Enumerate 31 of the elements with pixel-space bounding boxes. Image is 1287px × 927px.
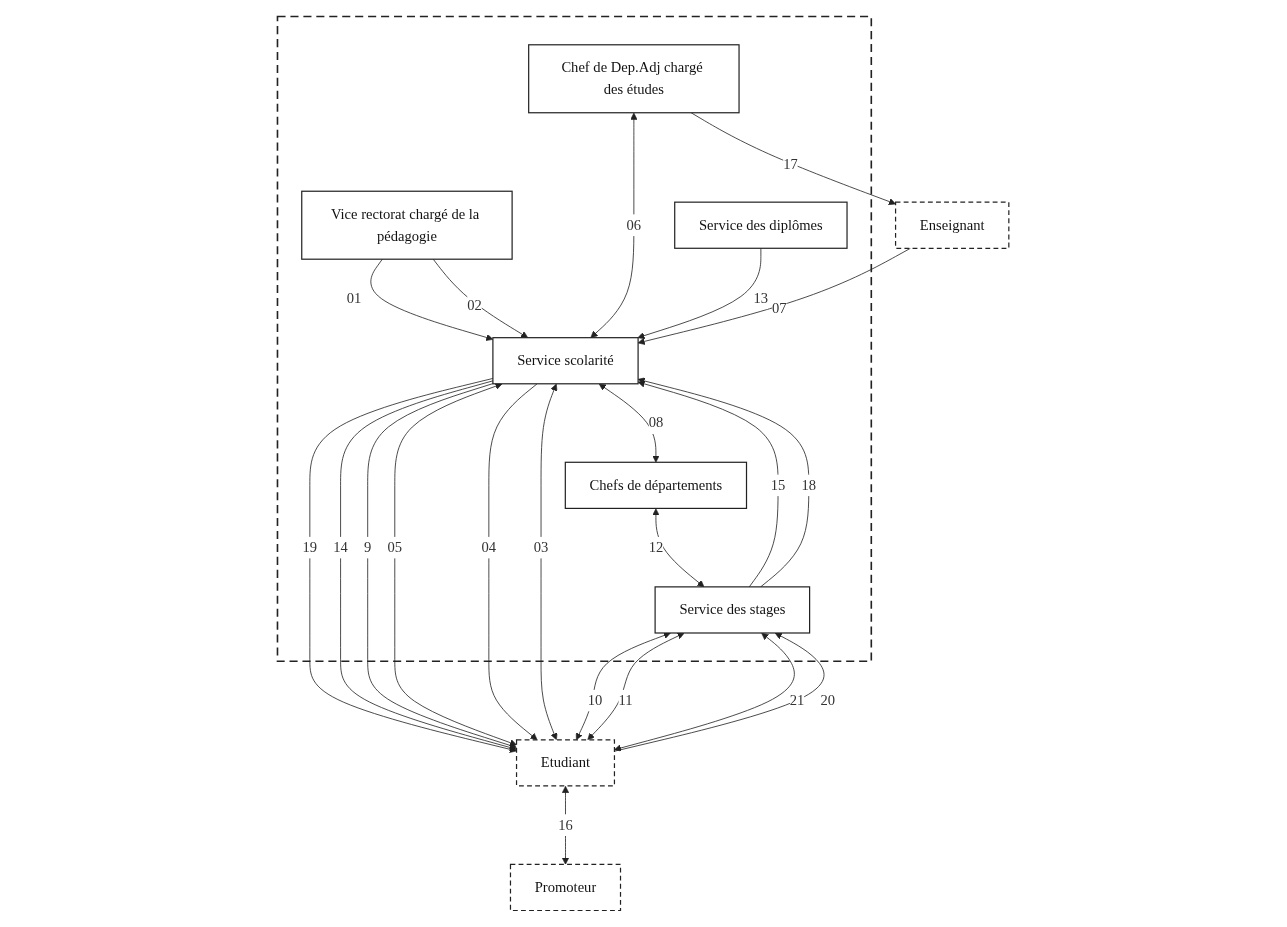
node-box: Promoteur [510,863,622,912]
node-box: Service des stages [654,586,811,634]
edge-label: 18 [801,476,817,494]
node-box: Enseignant [895,201,1010,249]
edge-label: 07 [772,299,787,317]
edge-label: 05 [387,539,403,556]
edge-label: 16 [558,816,574,833]
edge-label: 9 [364,539,372,556]
node-box: Chefs de départements [565,461,748,509]
edge-label: 14 [333,539,349,556]
node-box: Etudiant [516,739,616,787]
node-box: Chef de Dep.Adj chargé des études [528,44,740,114]
node-box: Service des diplômes [674,201,848,249]
edge-label: 13 [753,289,769,307]
edge-label: 06 [626,216,642,233]
edge-label: 19 [302,539,318,556]
edge-label: 12 [648,539,664,556]
edge-label: 08 [648,414,664,431]
edge-label: 02 [467,296,483,313]
edge-label: 03 [534,539,549,556]
edge-label: 15 [771,476,786,494]
edge-label: 04 [481,539,497,556]
node-box: Service scolarité [492,337,640,385]
node-box: Vice rectorat chargé de la pédagogie [301,190,514,260]
edge-label: 10 [588,692,603,709]
edge-label: 17 [783,155,799,173]
cluster [277,15,873,663]
edge-label: 01 [347,289,362,307]
edge-label: 21 [790,692,805,709]
edge-label: 20 [820,692,836,709]
edge-label: 11 [618,692,633,709]
